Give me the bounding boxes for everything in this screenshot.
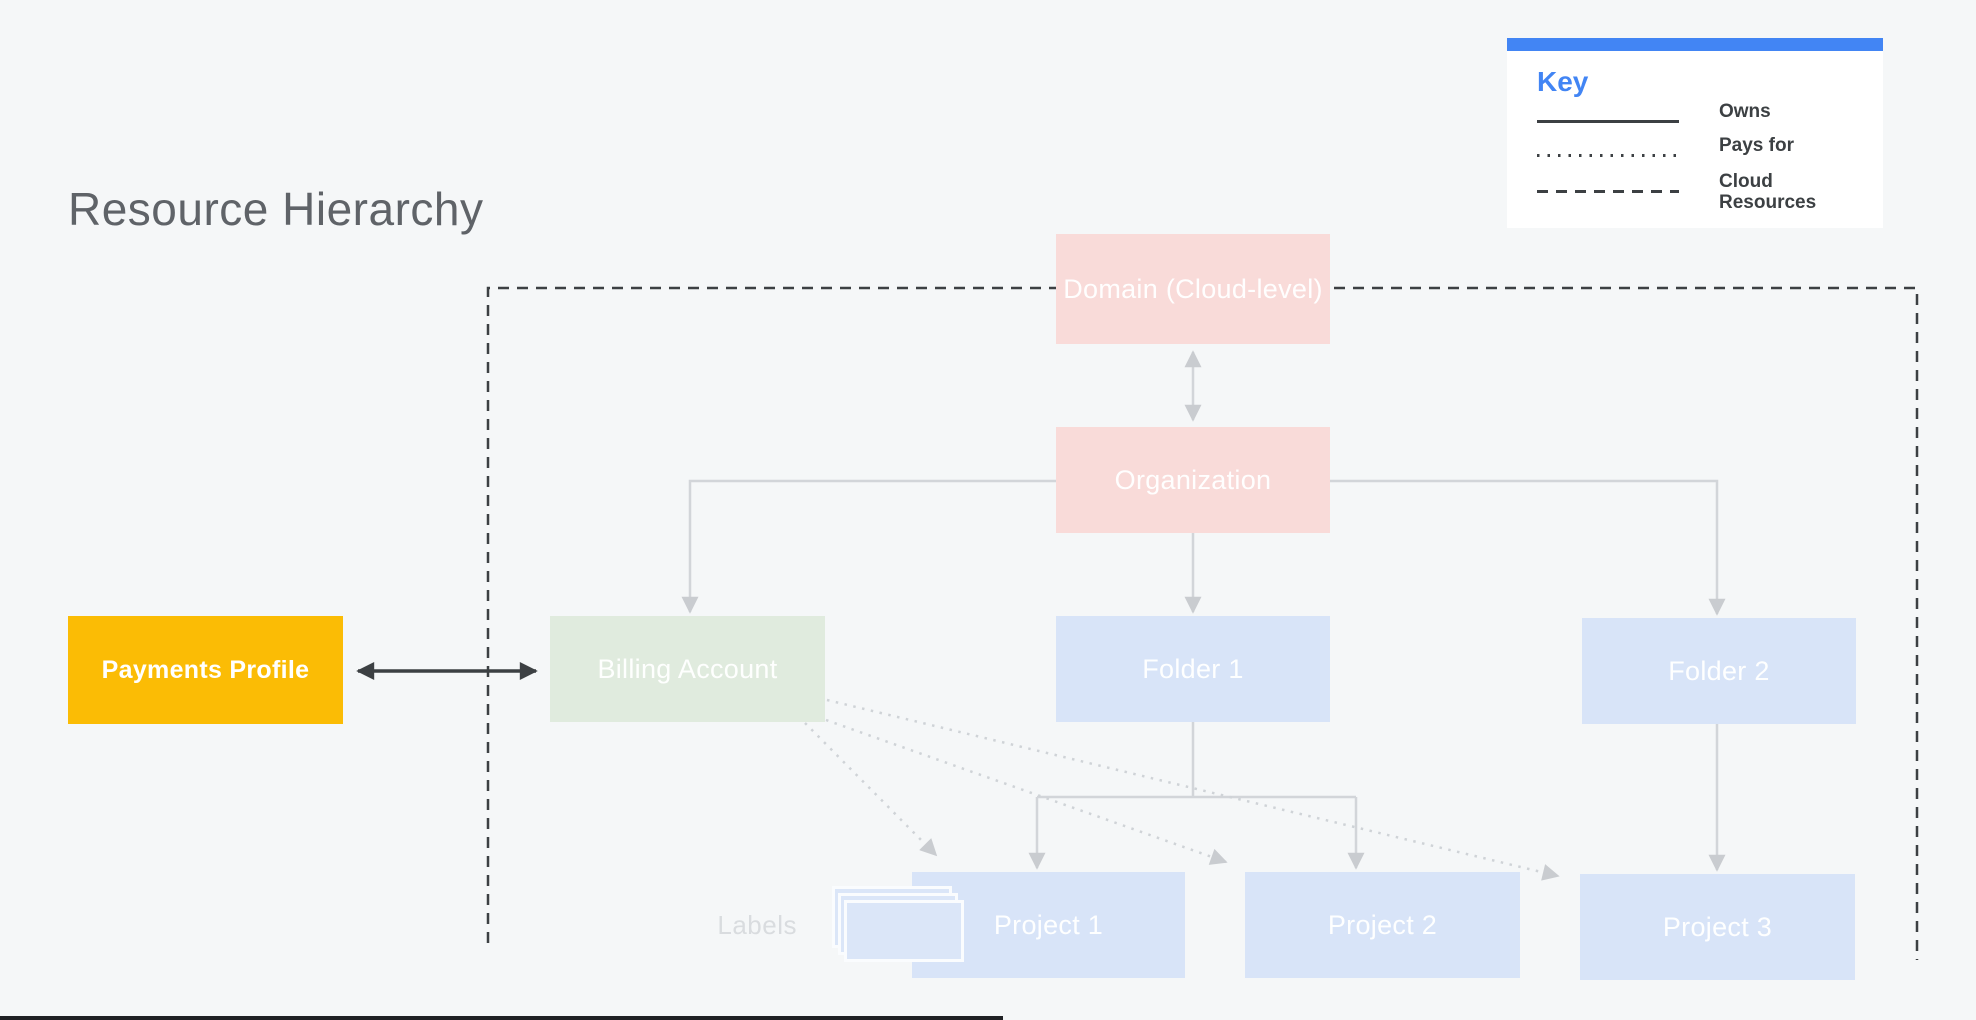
edge-folder1-split — [1037, 722, 1356, 799]
node-project-3: Project 3 — [1580, 874, 1855, 980]
pays-for-connectors — [804, 698, 1560, 881]
cloud-resources-label: Cloud Resources — [1719, 171, 1817, 213]
cloud-resources-line-sample — [1537, 190, 1679, 193]
labels-caption: Labels — [717, 910, 797, 940]
legend-title: Key — [1537, 66, 1589, 97]
node-folder-1: Folder 1 — [1056, 616, 1330, 722]
labels-stack-icon — [832, 886, 972, 970]
pays-for-label: Pays for — [1719, 135, 1794, 156]
page-title: Resource Hierarchy — [68, 183, 484, 235]
legend-topbar — [1507, 38, 1883, 51]
bottom-edge-artifact — [0, 1016, 1003, 1020]
node-domain: Domain (Cloud-level) — [1056, 234, 1330, 344]
owns-connectors — [681, 350, 1726, 872]
node-project-2: Project 2 — [1245, 872, 1520, 978]
node-payments-profile: Payments Profile — [68, 616, 343, 724]
owns-line-sample — [1537, 120, 1679, 123]
owns-label: Owns — [1719, 101, 1771, 122]
legend: Key Owns Pays for Cloud Resources — [1507, 38, 1883, 228]
edge-billing-project1 — [804, 722, 938, 857]
edge-organization-folder2 — [1330, 479, 1726, 616]
node-organization: Organization — [1056, 427, 1330, 533]
node-folder-2: Folder 2 — [1582, 618, 1856, 724]
node-billing-account: Billing Account — [550, 616, 825, 722]
edge-organization-billing — [681, 479, 1056, 614]
pays-for-line-sample — [1537, 154, 1679, 157]
edge-billing-project2 — [825, 718, 1228, 865]
